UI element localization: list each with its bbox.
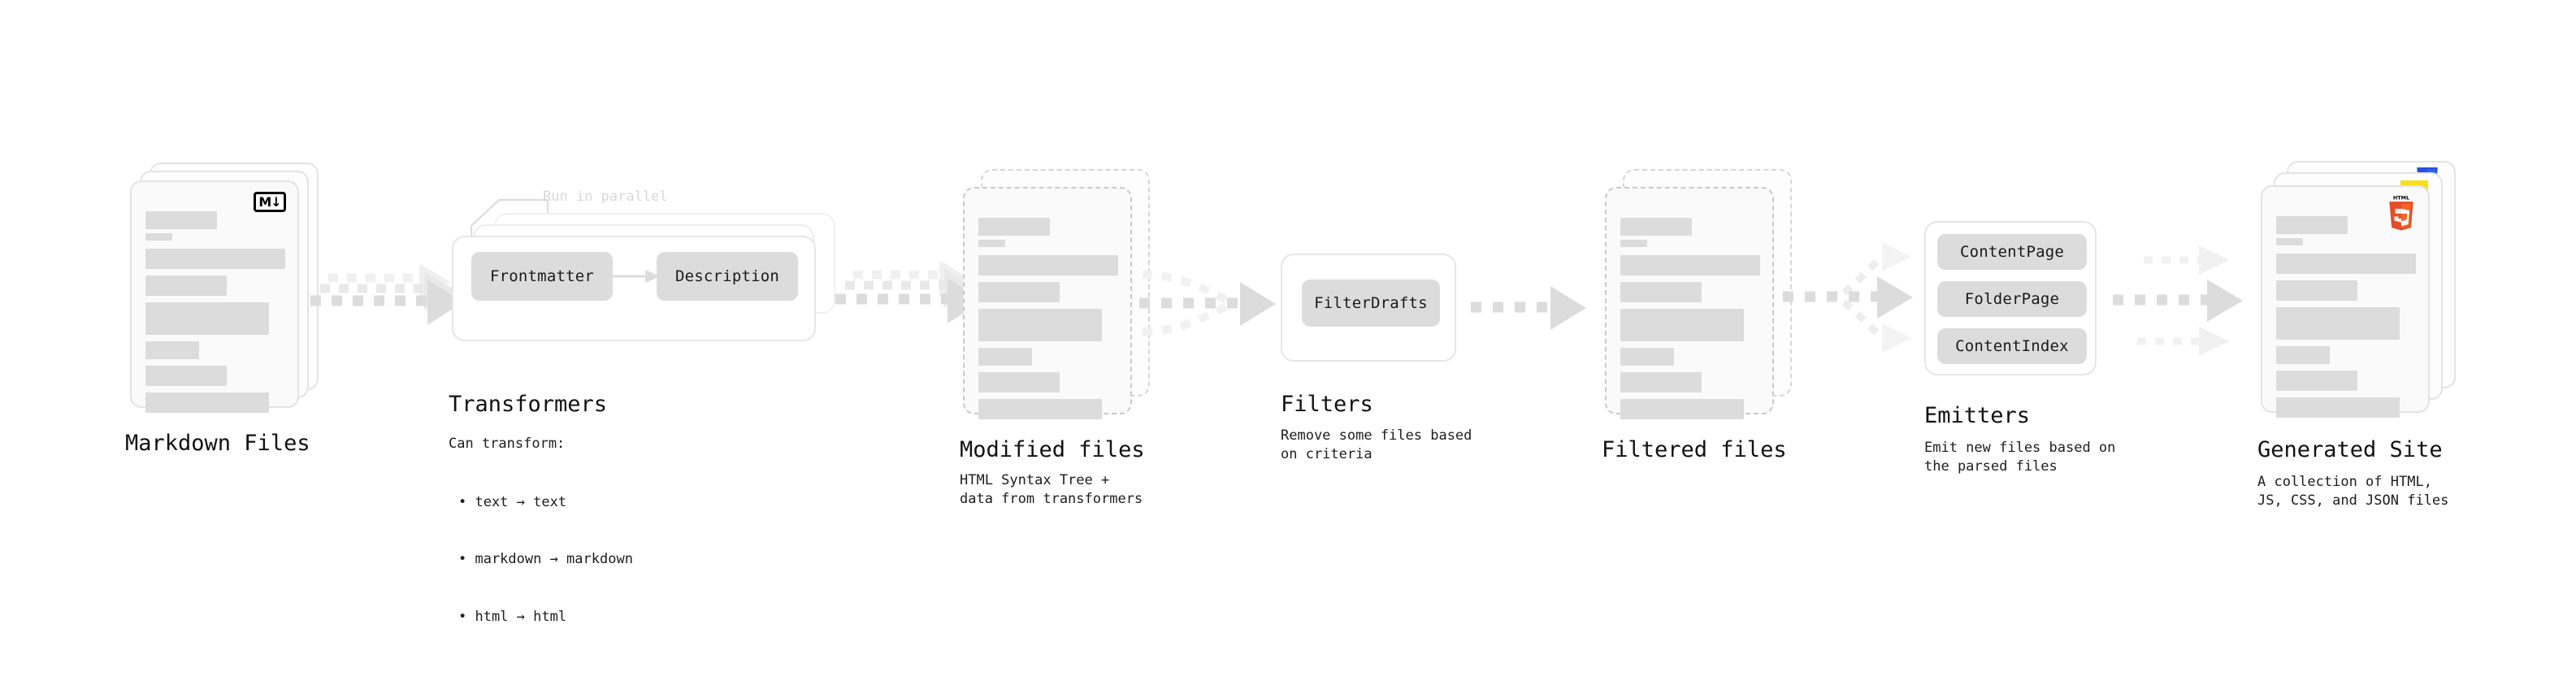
site-file-card-front[interactable]: HTML bbox=[2261, 185, 2430, 418]
svg-text:HTML: HTML bbox=[2393, 194, 2409, 201]
transformer-chip-description[interactable]: Description bbox=[657, 252, 798, 301]
connector-md-to-transformers bbox=[310, 263, 463, 325]
stage-title-filtered-files: Filtered files bbox=[1602, 437, 1787, 462]
connector-filtered-to-emitters bbox=[1783, 242, 1913, 353]
filter-chip-filterdrafts[interactable]: FilterDrafts bbox=[1302, 280, 1440, 327]
skeleton-bar bbox=[2276, 216, 2348, 234]
skeleton-bar bbox=[145, 302, 269, 335]
file-content-skeleton bbox=[2276, 216, 2416, 418]
skeleton-bar bbox=[145, 233, 172, 241]
markdown-file-card-front[interactable]: M↓ bbox=[130, 180, 299, 413]
modified-files-caption: HTML Syntax Tree + data from transformer… bbox=[960, 472, 1143, 508]
skeleton-bar bbox=[145, 249, 285, 269]
modified-file-card-front[interactable] bbox=[963, 187, 1132, 419]
transformers-bullet-2: • html → html bbox=[458, 608, 567, 625]
skeleton-bar bbox=[1620, 372, 1702, 393]
skeleton-bar bbox=[145, 275, 227, 296]
filters-group[interactable]: FilterDrafts bbox=[1281, 254, 1456, 362]
filters-caption: Remove some files based on criteria bbox=[1281, 427, 1472, 463]
skeleton-bar bbox=[145, 393, 269, 413]
transformers-bullet-0: • text → text bbox=[458, 493, 567, 510]
skeleton-bar bbox=[145, 211, 217, 229]
filtered-file-card-front[interactable] bbox=[1605, 187, 1774, 419]
transformers-caption: Can transform: bbox=[449, 436, 566, 452]
skeleton-bar bbox=[145, 341, 199, 359]
connector-transformers-to-modified bbox=[835, 260, 983, 323]
skeleton-bar bbox=[2276, 280, 2357, 301]
stage-title-emitters: Emitters bbox=[1924, 403, 2031, 428]
stage-title-transformers: Transformers bbox=[449, 392, 608, 417]
transformers-bullet-1: • markdown → markdown bbox=[458, 551, 633, 568]
markdown-badge-label: M↓ bbox=[254, 192, 286, 212]
skeleton-bar bbox=[2276, 307, 2400, 340]
emitter-chip-contentindex[interactable]: ContentIndex bbox=[1937, 328, 2087, 364]
skeleton-bar bbox=[978, 240, 1005, 247]
skeleton-bar bbox=[2276, 371, 2357, 391]
skeleton-bar bbox=[1620, 240, 1647, 247]
html5-icon: HTML bbox=[2386, 193, 2417, 231]
transformer-group-front[interactable]: Frontmatter Description bbox=[452, 236, 816, 341]
transformer-inner-arrow-front bbox=[613, 270, 660, 283]
skeleton-bar bbox=[145, 366, 227, 386]
skeleton-bar bbox=[978, 399, 1102, 419]
connector-filters-to-filtered bbox=[1471, 286, 1586, 330]
stage-title-filters: Filters bbox=[1281, 392, 1373, 417]
skeleton-bar bbox=[978, 218, 1050, 236]
skeleton-bar bbox=[978, 309, 1102, 341]
run-in-parallel-label: Run in parallel bbox=[543, 189, 668, 205]
stage-title-modified-files: Modified files bbox=[960, 437, 1145, 462]
skeleton-bar bbox=[1620, 348, 1674, 366]
skeleton-bar bbox=[978, 282, 1060, 302]
transformer-chip-frontmatter[interactable]: Frontmatter bbox=[471, 252, 613, 301]
stage-title-generated-site: Generated Site bbox=[2257, 437, 2443, 462]
skeleton-bar bbox=[1620, 218, 1692, 236]
skeleton-bar bbox=[1620, 255, 1760, 275]
skeleton-bar bbox=[2276, 238, 2303, 245]
connector-emitters-to-site bbox=[2113, 245, 2243, 356]
generated-site-caption: A collection of HTML, JS, CSS, and JSON … bbox=[2257, 474, 2449, 510]
skeleton-bar bbox=[2276, 397, 2400, 418]
skeleton-bar bbox=[2276, 346, 2330, 364]
file-content-skeleton bbox=[145, 211, 285, 413]
emitters-caption: Emit new files based on the parsed files bbox=[1924, 440, 2116, 475]
stage-title-markdown-files: Markdown Files bbox=[125, 431, 310, 456]
emitter-chip-folderpage[interactable]: FolderPage bbox=[1937, 281, 2087, 317]
markdown-icon: M↓ bbox=[254, 192, 286, 212]
emitter-chip-contentpage[interactable]: ContentPage bbox=[1937, 234, 2087, 270]
emitters-group[interactable]: ContentPage FolderPage ContentIndex bbox=[1924, 221, 2097, 375]
skeleton-bar bbox=[1620, 282, 1702, 302]
skeleton-bar bbox=[978, 372, 1060, 393]
skeleton-bar bbox=[1620, 399, 1744, 419]
file-content-skeleton bbox=[978, 218, 1118, 419]
skeleton-bar bbox=[978, 348, 1032, 366]
file-content-skeleton bbox=[1620, 218, 1760, 419]
transformers-bullet-list: • text → text • markdown → markdown • ht… bbox=[458, 455, 633, 665]
skeleton-bar bbox=[1620, 309, 1744, 341]
skeleton-bar bbox=[978, 255, 1118, 275]
connector-modified-to-filters bbox=[1139, 271, 1276, 336]
skeleton-bar bbox=[2276, 254, 2416, 274]
